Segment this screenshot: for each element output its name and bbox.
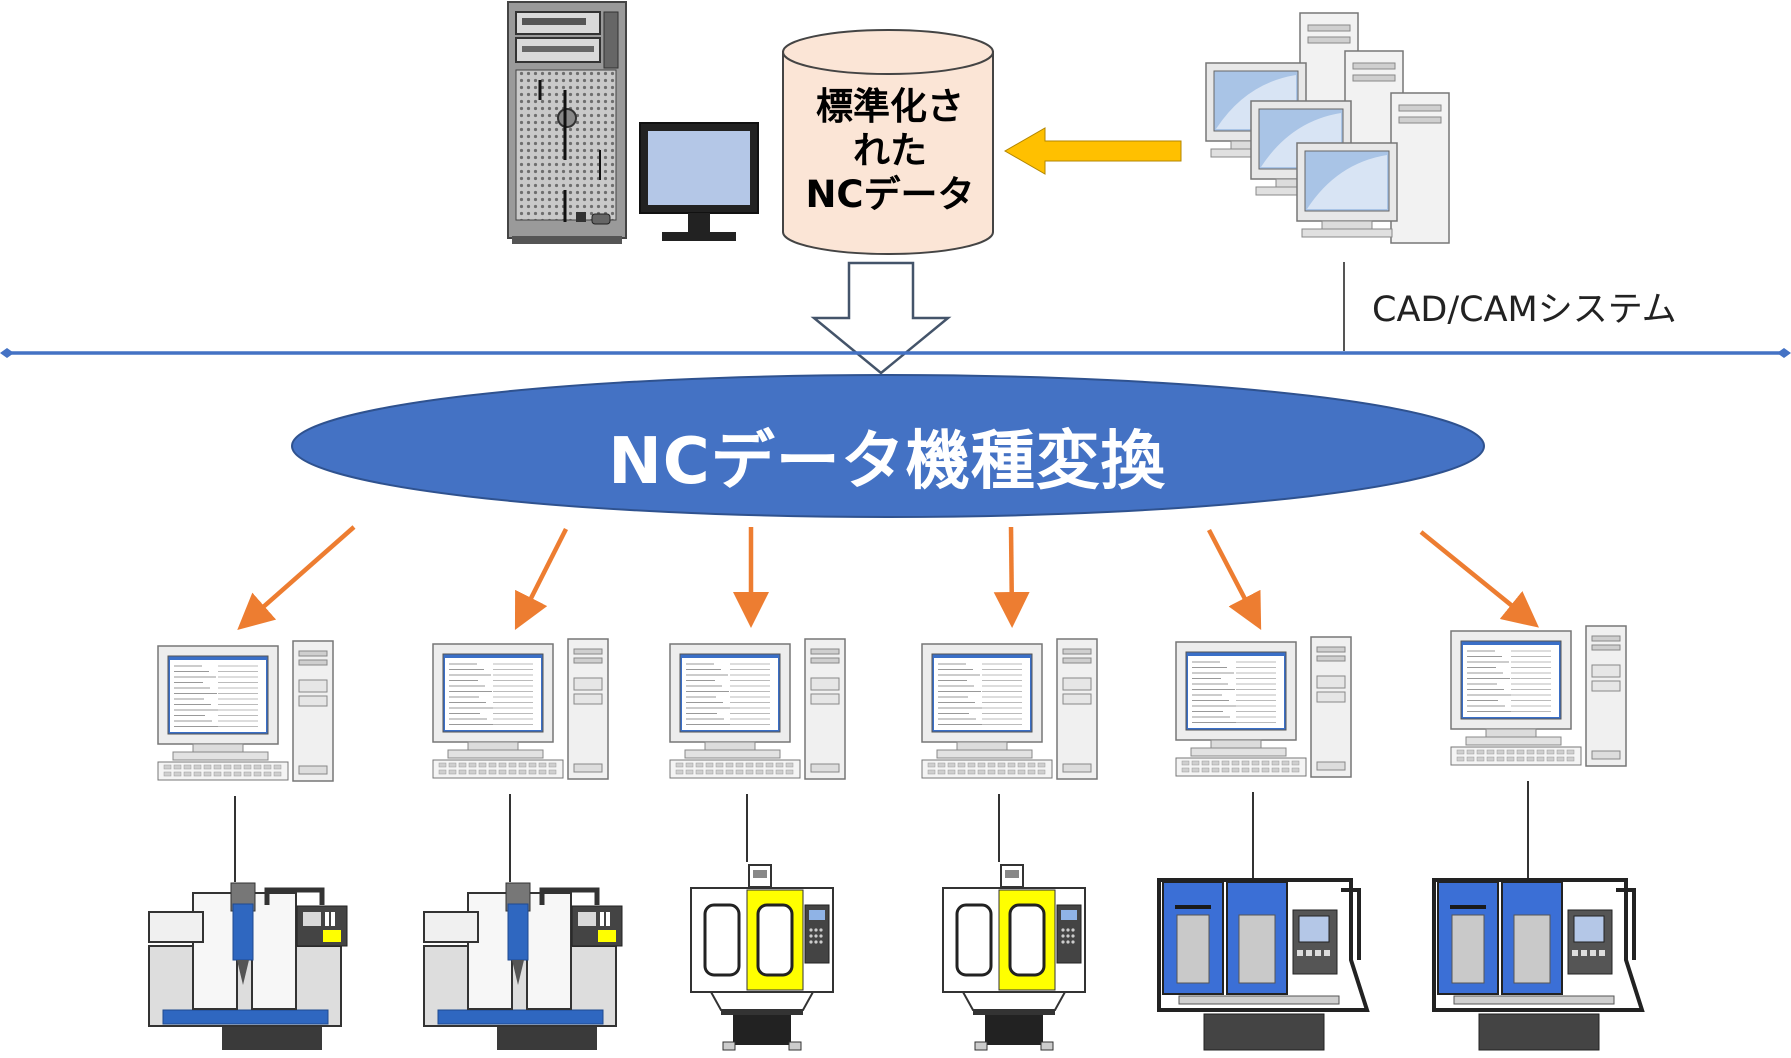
workstation-cluster-icon — [1205, 12, 1450, 244]
cnc-lathe-icon — [1157, 878, 1370, 1051]
cnc-lathe-icon — [1432, 878, 1645, 1051]
orange-arrow-icon — [1207, 528, 1262, 630]
orange-arrow-icon — [993, 526, 1030, 628]
yellow-arrow-icon — [1003, 127, 1182, 175]
desktop-pc-icon — [1175, 636, 1352, 778]
desktop-pc-icon — [669, 638, 846, 780]
vertical-machining-center-icon — [690, 864, 834, 1051]
machine-node — [148, 640, 348, 1050]
orange-arrow-icon — [1419, 530, 1539, 628]
workstation-icon — [1296, 92, 1450, 244]
cad-cam-label: CAD/CAMシステム — [1372, 290, 1677, 330]
vertical-machining-center-icon — [942, 864, 1086, 1051]
desktop-pc-icon — [921, 638, 1098, 780]
machine-nodes — [148, 625, 1645, 1051]
desktop-pc-icon — [432, 638, 609, 780]
desktop-pc-icon — [157, 640, 334, 782]
nc-conversion-ellipse — [291, 374, 1485, 518]
network-line — [0, 348, 1791, 358]
database-label-line: 標準化さ — [816, 85, 964, 128]
machining-center-icon — [423, 882, 623, 1050]
monitor-icon — [639, 122, 759, 241]
machine-node — [669, 638, 846, 1051]
distribution-arrows — [237, 525, 1539, 631]
machine-node — [1157, 636, 1370, 1051]
orange-arrow-icon — [237, 525, 356, 630]
database-label: 標準化さ れた NCデータ — [785, 85, 995, 217]
machine-node — [1432, 625, 1645, 1051]
database-label-line: れた — [853, 129, 927, 172]
conversion-label: NCデータ機種変換 — [608, 425, 1166, 499]
standardized-nc-data-database — [782, 29, 994, 255]
server-tower-icon — [507, 1, 627, 244]
orange-arrow-icon — [514, 527, 569, 631]
hollow-down-arrow-icon — [810, 261, 952, 375]
database-label-line: NCデータ — [805, 173, 975, 216]
desktop-pc-icon — [1450, 625, 1627, 767]
machining-center-icon — [148, 882, 348, 1050]
machine-node — [921, 638, 1098, 1051]
machine-node — [423, 638, 623, 1050]
